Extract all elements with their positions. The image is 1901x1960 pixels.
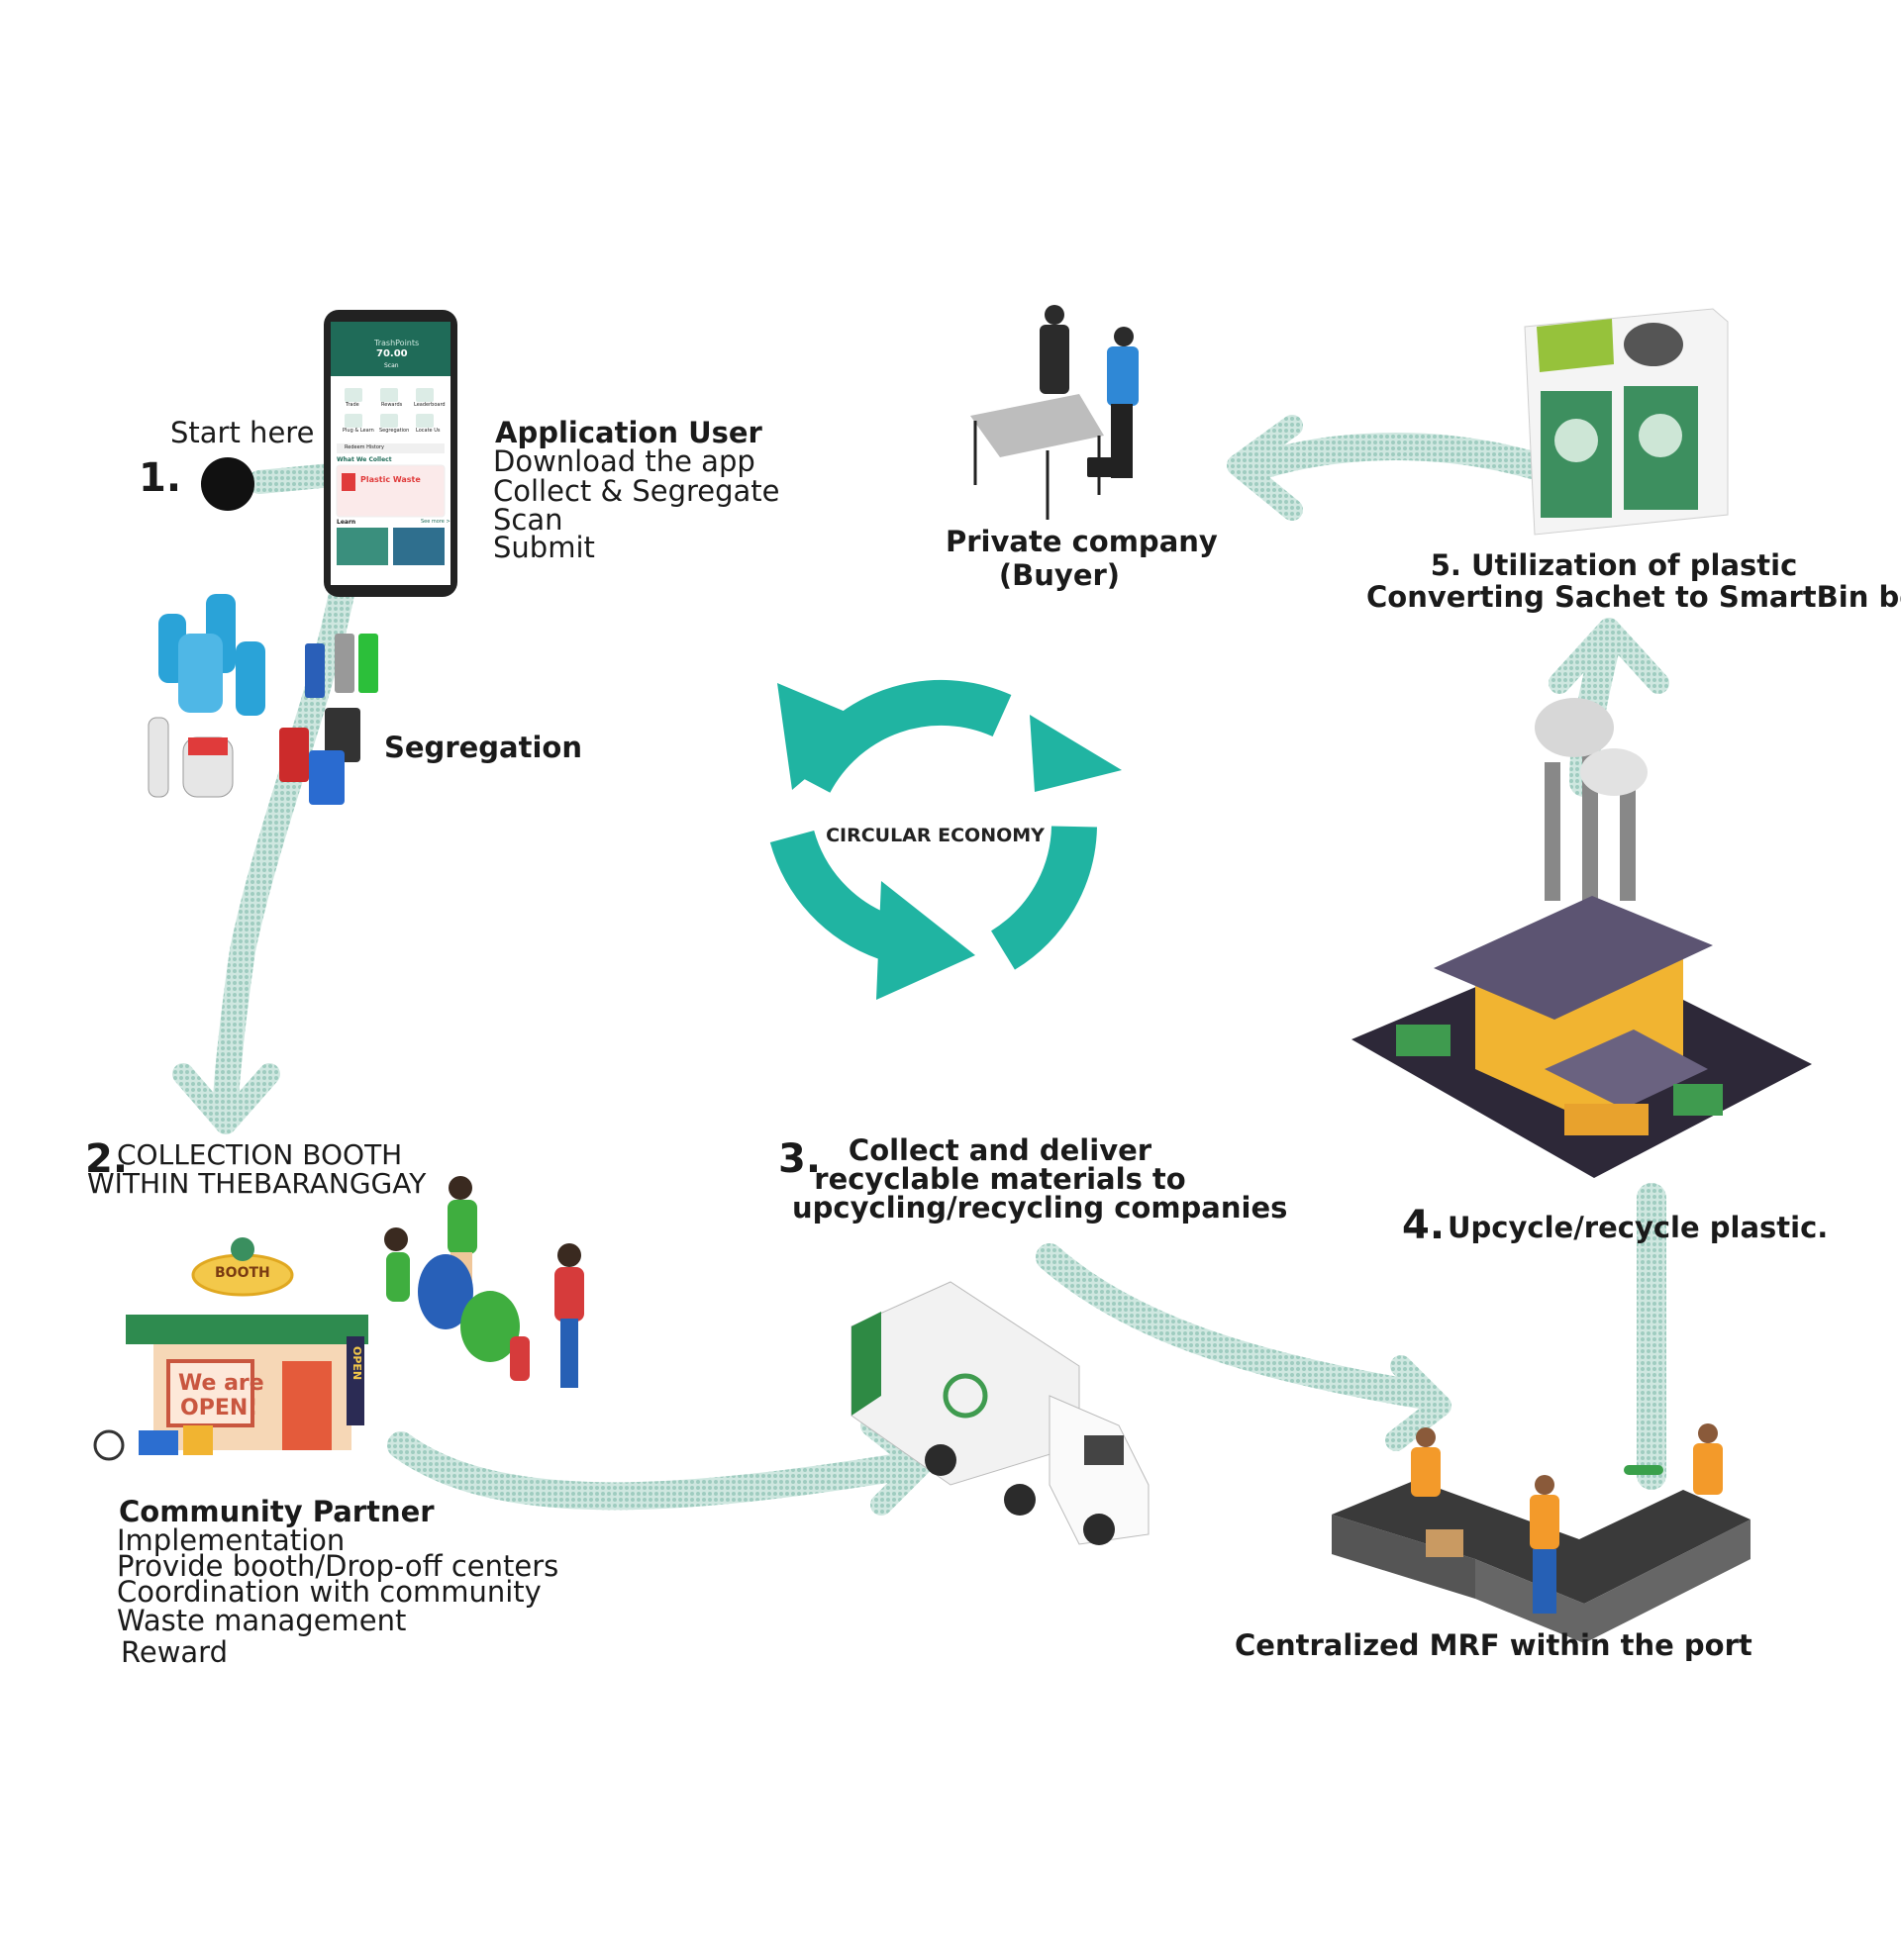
truck-recycle-icon (943, 1373, 988, 1419)
circular-economy-label: CIRCULAR ECONOMY (826, 825, 1045, 846)
buyer-illustration (970, 305, 1139, 520)
booth-logo-icon (231, 1237, 254, 1261)
step-3-number: 3. (778, 1136, 822, 1182)
mrf-illustration (1332, 1423, 1751, 1643)
path-smartbin-to-buyer (1249, 433, 1547, 479)
app-user-line-1: Download the app (493, 444, 755, 478)
truck-illustration (850, 1281, 1150, 1545)
step-2-line-1: COLLECTION BOOTH (117, 1138, 403, 1171)
start-here-label: Start here (170, 416, 315, 449)
step-4-label: Upcycle/recycle plastic. (1448, 1211, 1829, 1244)
factory-illustration (1351, 698, 1812, 1178)
step-3-line-2: recyclable materials to (814, 1162, 1186, 1196)
cycle-arrow-icon (876, 881, 975, 1000)
path-booth-to-truck (387, 1431, 925, 1511)
circular-economy-arrowheads (777, 683, 1122, 1000)
phone-menu-segregation[interactable]: Segregation (379, 428, 410, 434)
step-4-number: 4. (1402, 1203, 1446, 1248)
volunteers-illustration (384, 1176, 584, 1388)
step-2-line-2: WITHIN THEBARANGGAY (87, 1167, 427, 1200)
private-company-line-2: (Buyer) (998, 558, 1121, 592)
smartphone (324, 310, 457, 597)
phone-balance-title: TrashPoints (374, 339, 420, 347)
phone-learn-label: Learn (337, 519, 356, 526)
smartbin-illustration (1524, 308, 1729, 536)
segregation-label: Segregation (384, 731, 582, 764)
phone-menu-leaderboard[interactable]: Leaderboard (414, 402, 446, 408)
flow-arrowheads (172, 415, 1669, 1516)
cycle-arrow-icon (1030, 715, 1122, 792)
phone-balance-value: 70.00 (376, 348, 408, 359)
community-line-5: Reward (121, 1635, 228, 1669)
community-line-4: Waste management (117, 1604, 407, 1637)
app-user-line-4: Submit (493, 531, 595, 564)
phone-redeem-row[interactable]: Redeem History (345, 444, 384, 450)
phone-see-more-link[interactable]: See more > (421, 519, 450, 525)
arrowhead-right-icon (1385, 1355, 1451, 1451)
booth-sign-text: BOOTH (215, 1265, 270, 1281)
recyclables-illustration (148, 594, 378, 805)
path-start-to-phone (248, 463, 344, 494)
step-5-line-1: 5. Utilization of plastic (1430, 548, 1798, 582)
phone-section-title: What We Collect (337, 456, 392, 463)
community-line-1: Implementation (117, 1523, 346, 1557)
phone-menu-rewards[interactable]: Rewards (381, 402, 403, 408)
step-3-line-1: Collect and deliver (848, 1133, 1152, 1167)
arrowhead-up-icon (1549, 618, 1669, 694)
step-5-line-2: Converting Sachet to SmartBin body (1366, 580, 1901, 614)
community-line-3: Coordination with community (117, 1575, 542, 1609)
start-dot (201, 457, 254, 511)
step-1-number: 1. (139, 455, 182, 501)
phone-menu-trade[interactable]: Trade (346, 402, 359, 408)
booth-window-line-1: We are (178, 1371, 264, 1396)
phone-scan-button[interactable]: Scan (384, 362, 399, 369)
private-company-line-1: Private company (946, 525, 1218, 558)
step-3-line-3: upcycling/recycling companies (792, 1191, 1288, 1225)
phone-menu-plug-learn[interactable]: Plug & Learn (343, 428, 374, 434)
community-line-2: Provide booth/Drop-off centers (117, 1549, 559, 1583)
phone-menu-locate[interactable]: Locate Us (416, 428, 441, 434)
booth-window-line-2: OPEN! (180, 1396, 258, 1421)
step-2-number: 2. (85, 1136, 129, 1182)
app-user-title: Application User (495, 416, 762, 449)
arrowhead-left-icon (1227, 415, 1303, 521)
app-user-line-2: Collect & Segregate (493, 474, 780, 508)
booth-illustration (93, 1237, 368, 1461)
booth-side-sign: OPEN (350, 1346, 363, 1381)
cycle-arrow-icon (777, 683, 871, 790)
community-title: Community Partner (119, 1495, 435, 1528)
app-user-line-3: Scan (493, 503, 563, 537)
arrowhead-down-icon (172, 1063, 280, 1134)
path-truck-to-mrf (1036, 1243, 1440, 1410)
mrf-label: Centralized MRF within the port (1235, 1628, 1752, 1662)
phone-card-title[interactable]: Plastic Waste (360, 475, 421, 484)
